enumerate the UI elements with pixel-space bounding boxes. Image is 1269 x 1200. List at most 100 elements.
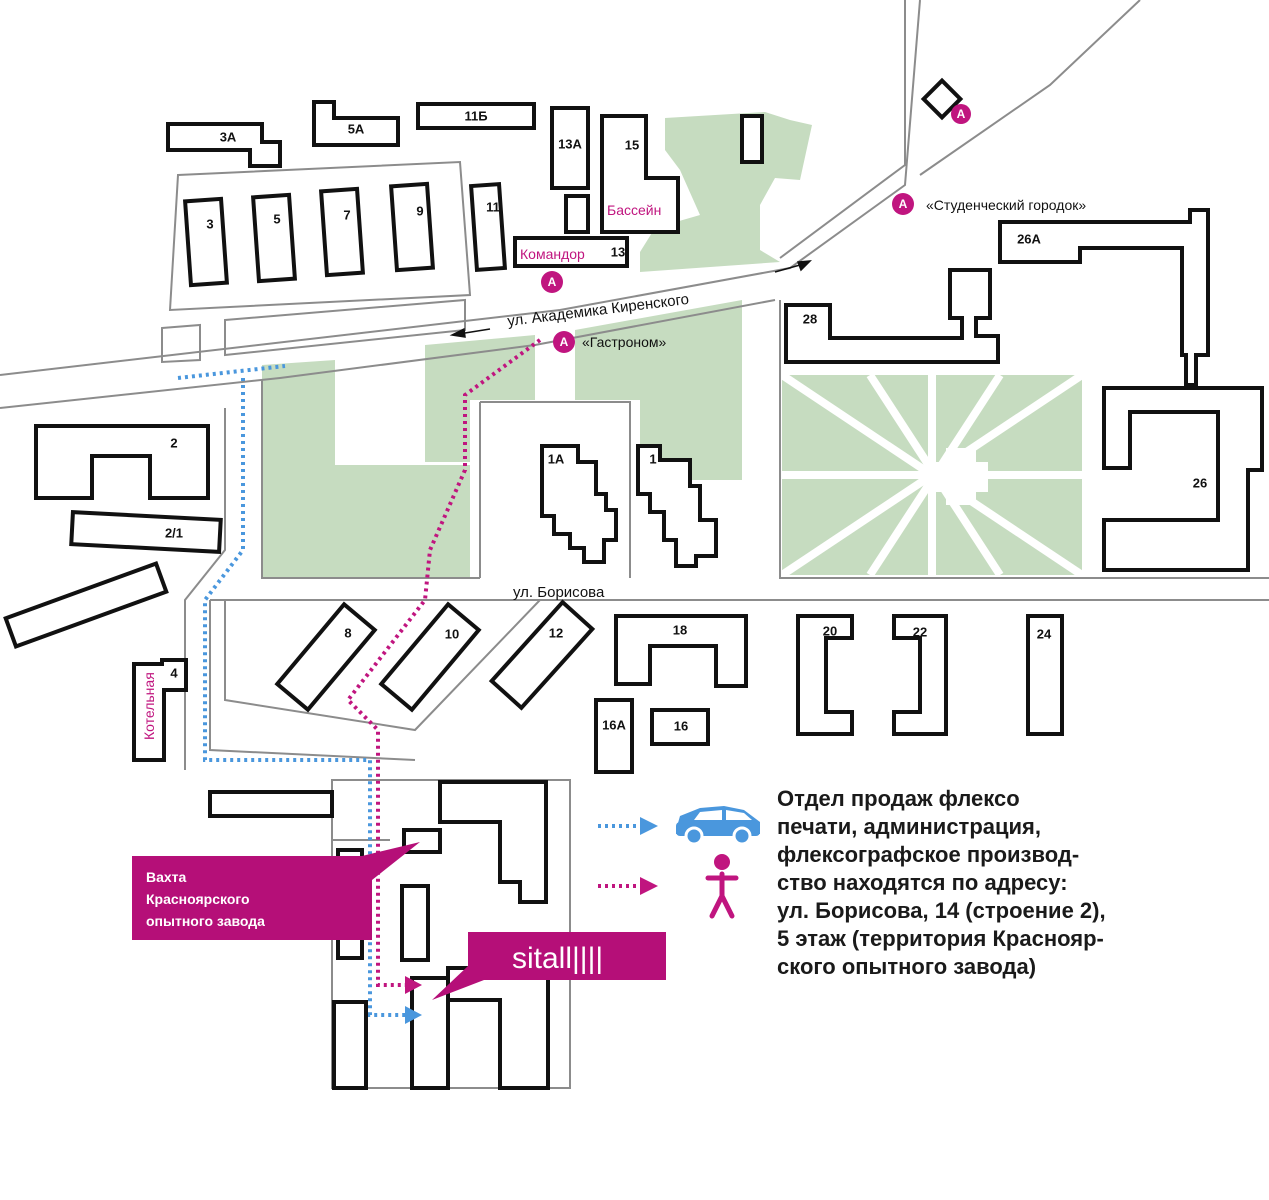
building-5a (312, 100, 400, 147)
address-line: ство находятся по адресу: (777, 870, 1068, 895)
bus-stop-ne: А (951, 104, 971, 124)
building-1 (636, 444, 718, 568)
factory-building-f (410, 976, 450, 1090)
car-route-arrow (405, 1006, 422, 1024)
building-24 (1026, 614, 1064, 736)
address-line: ул. Борисова, 14 (строение 2), (777, 898, 1106, 923)
label-20: 20 (823, 623, 837, 638)
label-8: 8 (344, 625, 351, 640)
address-line: печати, администрация, (777, 814, 1041, 839)
pool-label: Бассейн (607, 202, 661, 218)
bus-stop-student-town-label: «Студенческий городок» (926, 197, 1086, 213)
label-18: 18 (673, 622, 687, 637)
sitall-callout: sitall|||| (432, 932, 666, 1000)
address-block: Отдел продаж флексо печати, администраци… (777, 785, 1247, 981)
building-10 (378, 601, 482, 713)
car-route (177, 364, 405, 1017)
building-26 (1102, 386, 1264, 572)
address-line: Отдел продаж флексо (777, 786, 1020, 811)
bus-stop-gastronom-label: «Гастроном» (582, 334, 666, 350)
building-13a (550, 106, 590, 190)
park-north (640, 112, 812, 272)
building-18 (614, 614, 748, 688)
walk-route-arrow (405, 976, 422, 994)
label-13a: 13А (558, 136, 582, 151)
park-central-right (575, 300, 742, 480)
building-11b (416, 102, 536, 130)
building-3 (182, 196, 230, 288)
label-12: 12 (549, 625, 563, 640)
boiler-label: Котельная (141, 672, 157, 740)
label-28: 28 (803, 311, 817, 326)
guard-callout-line3: опытного завода (146, 913, 265, 929)
address-line: флексографское производ- (777, 842, 1080, 867)
guard-callout-line1: Вахта (146, 869, 187, 885)
label-24: 24 (1037, 626, 1052, 641)
label-3: 3 (206, 216, 213, 231)
building-16a (594, 698, 634, 774)
building-13 (513, 236, 629, 268)
factory-building-b (438, 780, 548, 904)
building-2 (34, 424, 210, 500)
building-11 (468, 181, 508, 273)
square-paths (779, 371, 1085, 579)
bus-stop-gastronom-letter: А (560, 335, 569, 349)
factory-building-a (208, 790, 334, 818)
walk-route (345, 338, 542, 987)
building-8 (274, 601, 378, 713)
bus-stop-komandor: А (541, 271, 563, 293)
building-4 (132, 658, 188, 762)
building-2-1 (69, 510, 223, 554)
building-ne-small (920, 77, 964, 121)
label-15: 15 (625, 137, 639, 152)
park-central-left (262, 360, 470, 578)
legend-car (598, 806, 760, 846)
label-11: 11 (486, 199, 500, 214)
building-9 (388, 181, 436, 273)
building-28 (784, 268, 1000, 364)
label-13: 13 (611, 244, 625, 259)
building-small-13a (564, 194, 590, 234)
legend-walk (598, 854, 739, 919)
label-2: 2 (170, 435, 177, 450)
label-10: 10 (445, 626, 459, 641)
building-labels: 3А 5А 11Б 13А 15 3 5 7 9 11 13 26А 28 2 … (165, 108, 1207, 733)
building-small-15 (740, 114, 764, 164)
building-16 (650, 708, 710, 746)
label-26a: 26А (1017, 231, 1041, 246)
bus-stop-gastronom: А (553, 331, 575, 353)
guard-post-callout: Вахта Красноярского опытного завода (132, 842, 420, 940)
pedestrian-icon (705, 854, 739, 919)
label-22: 22 (913, 624, 927, 639)
park-central-mid (425, 335, 535, 462)
buildings (3, 77, 1264, 1090)
label-9: 9 (416, 203, 423, 218)
building-12 (488, 599, 596, 711)
label-4: 4 (170, 665, 178, 680)
label-26: 26 (1193, 475, 1207, 490)
guard-callout-line2: Красноярского (146, 891, 250, 907)
building-22 (892, 614, 948, 736)
bus-stop-ne-letter: А (957, 107, 966, 121)
komandor-label: Командор (520, 246, 585, 262)
label-7: 7 (343, 207, 350, 222)
factory-building-e (332, 1000, 368, 1090)
label-16a: 16А (602, 717, 626, 732)
bus-stop-student-town: А (892, 193, 914, 215)
square-center (934, 448, 988, 505)
car-icon (676, 806, 760, 846)
building-3a (166, 122, 282, 168)
label-1a: 1А (548, 451, 565, 466)
label-1: 1 (649, 451, 656, 466)
label-11b: 11Б (464, 108, 487, 123)
label-5: 5 (273, 211, 280, 226)
building-1a (540, 444, 618, 564)
routes (177, 338, 542, 1017)
building-20 (796, 614, 854, 736)
address-line: ского опытного завода) (777, 954, 1037, 979)
factory-building-d (400, 884, 430, 962)
street-borisova: ул. Борисова (513, 584, 605, 601)
label-2-1: 2/1 (165, 525, 183, 540)
bus-stop-komandor-letter: А (548, 275, 557, 289)
